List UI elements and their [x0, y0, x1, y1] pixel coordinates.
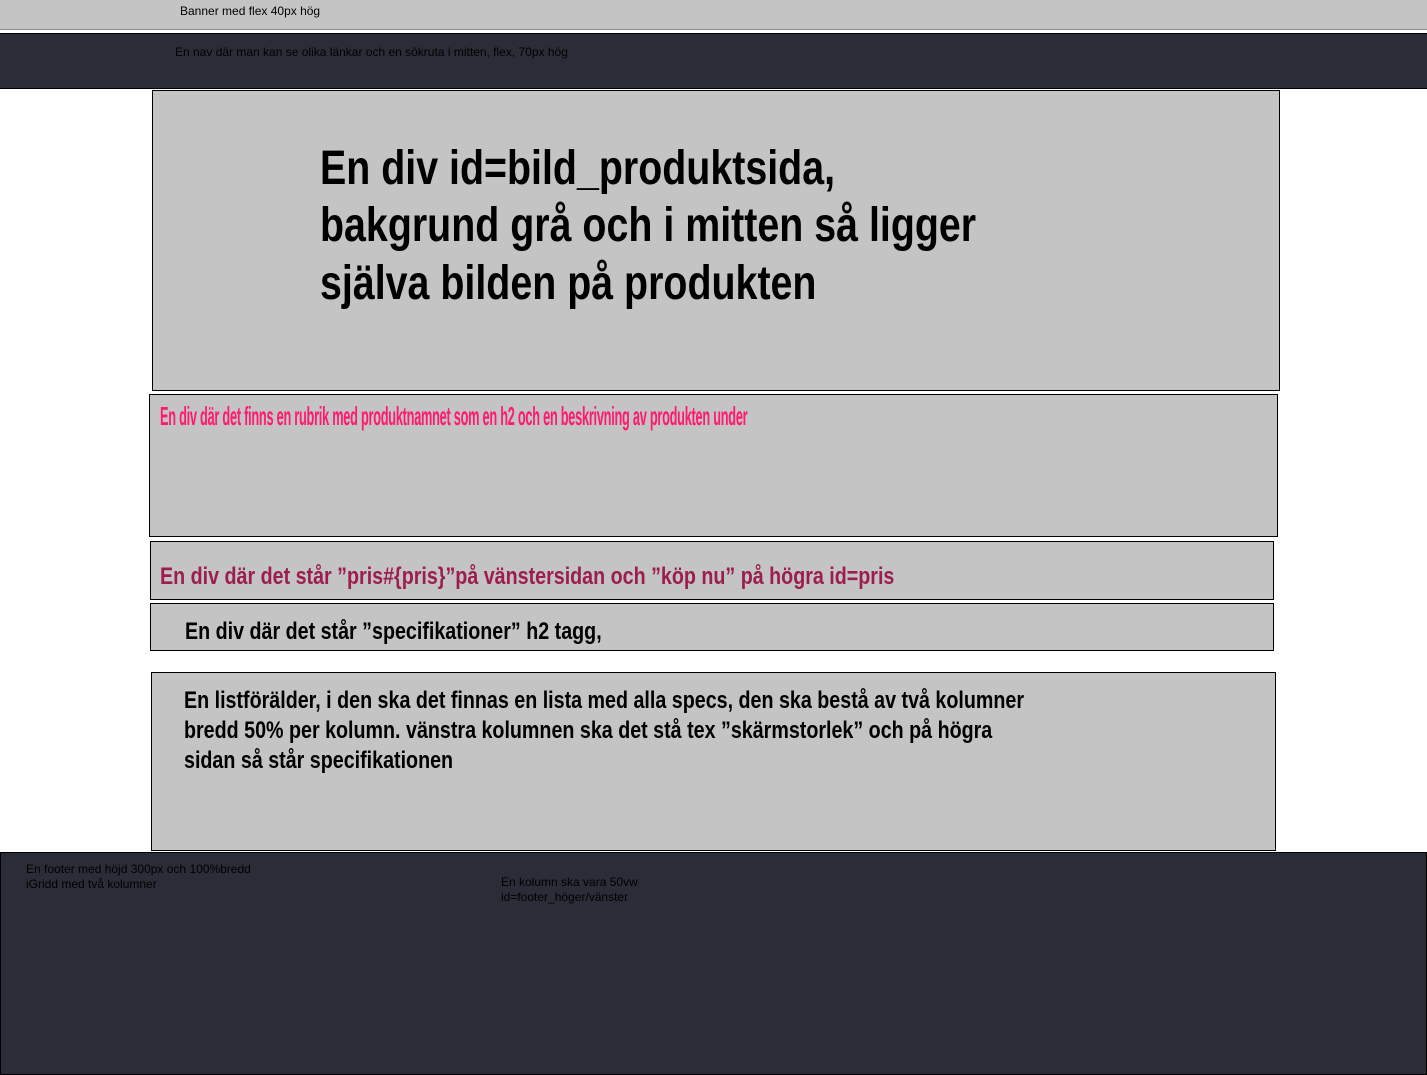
product-image-box: En div id=bild_produktsida, bakgrund grå… [152, 90, 1280, 391]
footer: En footer med höjd 300px och 100%bredd i… [0, 852, 1427, 1075]
spec-list-box: En listförälder, i den ska det finnas en… [151, 672, 1276, 851]
footer-left-line-2: iGridd med två kolumner [26, 877, 157, 891]
spec-list-line-2: bredd 50% per kolumn. vänstra kolumnen s… [184, 717, 993, 744]
footer-right-line-2: id=footer_höger/vänster [501, 890, 629, 904]
nav-bar: En nav där man kan se olika länkar och e… [0, 33, 1427, 89]
price-label: En div där det står ”pris#{pris}”på väns… [160, 563, 895, 590]
banner: Banner med flex 40px hög [0, 0, 1427, 30]
nav-label: En nav där man kan se olika länkar och e… [175, 45, 568, 59]
product-image-line-3: själva bilden på produkten [320, 257, 817, 310]
product-image-line-2: bakgrund grå och i mitten så ligger [320, 199, 977, 252]
footer-left-line-1: En footer med höjd 300px och 100%bredd [26, 862, 251, 876]
product-description-box: En div där det finns en rubrik med produ… [149, 394, 1278, 537]
specifications-heading-box: En div där det står ”specifikationer” h2… [150, 603, 1274, 651]
banner-label: Banner med flex 40px hög [180, 4, 321, 18]
price-box: En div där det står ”pris#{pris}”på väns… [150, 541, 1274, 600]
product-description-label: En div där det finns en rubrik med produ… [160, 401, 748, 431]
footer-right-line-1: En kolumn ska vara 50vw [501, 875, 638, 889]
spec-list-line-3: sidan så står specifikationen [184, 747, 454, 774]
spec-list-line-1: En listförälder, i den ska det finnas en… [184, 687, 1025, 714]
specifications-heading-label: En div där det står ”specifikationer” h2… [185, 618, 602, 645]
product-image-line-1: En div id=bild_produktsida, [320, 142, 836, 195]
